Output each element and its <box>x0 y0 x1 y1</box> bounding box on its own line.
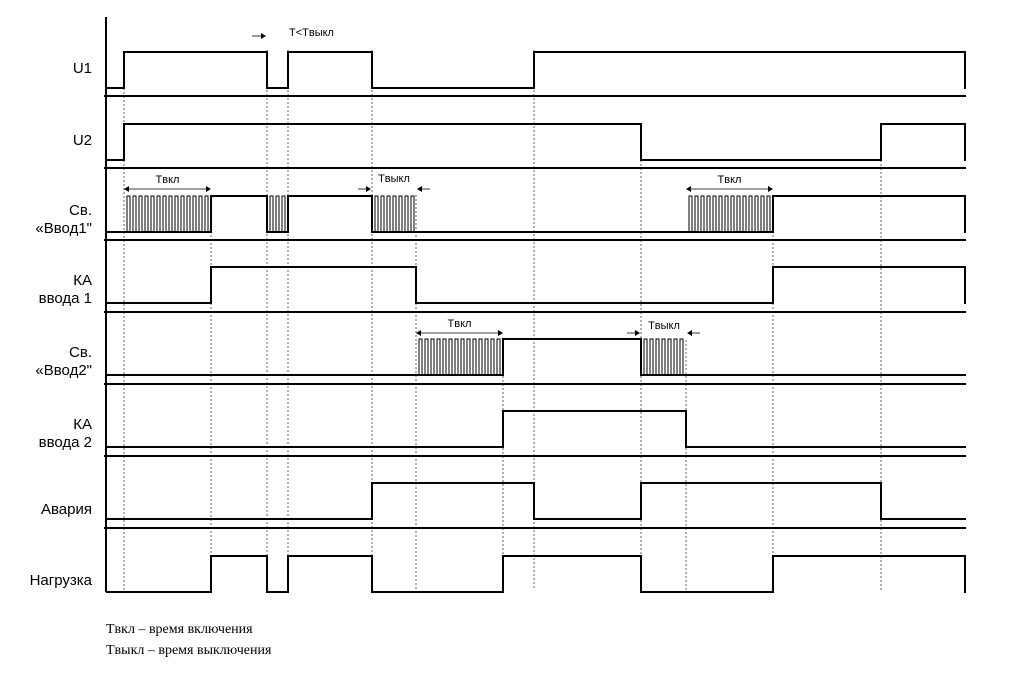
blink-pulse <box>144 195 149 232</box>
blink-pulse <box>655 338 660 375</box>
blink-pulse <box>436 338 441 375</box>
blink-pulse <box>132 195 137 232</box>
arrow-left-icon <box>687 330 692 336</box>
waveform-load <box>106 555 966 593</box>
blink-pulse <box>138 195 143 232</box>
arrow-right-icon <box>635 330 640 336</box>
blink-pulse <box>679 338 684 375</box>
blink-pulse <box>168 195 173 232</box>
blink-pulse <box>150 195 155 232</box>
blink-pulse <box>667 338 672 375</box>
blink-pulse <box>275 195 280 232</box>
row-label-alarm: Авария <box>41 501 92 518</box>
blink-pulse <box>281 195 286 232</box>
blink-pulse <box>392 195 397 232</box>
blink-pulse <box>742 195 747 232</box>
blink-pulse <box>661 338 666 375</box>
annotation-t-off-2-label: Tвыкл <box>648 320 680 332</box>
legend-t-on: Tвкл – время включения <box>106 622 253 637</box>
row-label-ka2: КА <box>73 416 92 433</box>
blink-pulse <box>180 195 185 232</box>
row-label-ka2: ввода 2 <box>39 434 92 451</box>
blink-pulse <box>694 195 699 232</box>
arrow-left-icon <box>417 186 422 192</box>
blink-pulse <box>430 338 435 375</box>
arrow-right-icon <box>768 186 773 192</box>
blink-pulse <box>442 338 447 375</box>
annotation-t-on-2-label: Tвкл <box>718 174 742 186</box>
blink-pulse <box>766 195 771 232</box>
blink-pulse <box>700 195 705 232</box>
arrow-right-icon <box>498 330 503 336</box>
waveform-u1 <box>106 51 966 89</box>
blink-pulse <box>649 338 654 375</box>
row-label-ka1: КА <box>73 272 92 289</box>
blink-pulse <box>688 195 693 232</box>
row-label-ka1: ввода 1 <box>39 290 92 307</box>
blink-pulse <box>490 338 495 375</box>
blink-pulse <box>643 338 648 375</box>
blink-pulse <box>386 195 391 232</box>
blink-pulse <box>198 195 203 232</box>
blink-pulse <box>736 195 741 232</box>
blink-pulse <box>186 195 191 232</box>
t-less-toff-label: T<Tвыкл <box>289 27 334 39</box>
arrow-left-icon <box>686 186 691 192</box>
blink-pulse <box>380 195 385 232</box>
blink-pulse <box>484 338 489 375</box>
blink-pulse <box>478 338 483 375</box>
blink-pulse <box>398 195 403 232</box>
blink-pulse <box>466 338 471 375</box>
waveform-ka1 <box>106 266 966 304</box>
blink-pulse <box>192 195 197 232</box>
arrow-right-icon <box>366 186 371 192</box>
waveform-vvod1 <box>106 195 966 233</box>
blink-pulse <box>174 195 179 232</box>
blink-pulse <box>374 195 379 232</box>
arrow-left-icon <box>416 330 421 336</box>
annotation-t-on-1-label: Tвкл <box>156 174 180 186</box>
waveform-alarm <box>106 482 966 520</box>
blink-pulse <box>418 338 423 375</box>
blink-pulse <box>760 195 765 232</box>
blink-pulse <box>448 338 453 375</box>
arrow-right-icon <box>206 186 211 192</box>
waveform-vvod2 <box>106 338 966 376</box>
blink-pulse <box>673 338 678 375</box>
arrow-left-icon <box>124 186 129 192</box>
annotation-t-on-3-label: Tвкл <box>448 318 472 330</box>
waveform-ka2 <box>106 410 966 448</box>
blink-pulse <box>156 195 161 232</box>
blink-pulse <box>460 338 465 375</box>
blink-pulse <box>162 195 167 232</box>
blink-pulse <box>404 195 409 232</box>
arrow-right-icon <box>261 33 266 39</box>
blink-pulse <box>269 195 274 232</box>
blink-pulse <box>126 195 131 232</box>
row-label-vvod2: «Ввод2" <box>35 362 92 379</box>
blink-pulse <box>424 338 429 375</box>
blink-pulse <box>754 195 759 232</box>
row-label-load: Нагрузка <box>30 572 93 589</box>
blink-pulse <box>204 195 209 232</box>
row-label-vvod1: Св. <box>69 202 92 219</box>
blink-pulse <box>496 338 501 375</box>
blink-pulse <box>454 338 459 375</box>
annotation-t-off-1-label: Tвыкл <box>378 173 410 185</box>
blink-pulse <box>472 338 477 375</box>
blink-pulse <box>748 195 753 232</box>
row-label-u2: U2 <box>73 132 92 149</box>
blink-pulse <box>706 195 711 232</box>
legend-t-off: Tвыкл – время выключения <box>106 643 272 658</box>
blink-pulse <box>410 195 415 232</box>
waveform-u2 <box>106 123 966 161</box>
blink-pulse <box>718 195 723 232</box>
blink-pulse <box>724 195 729 232</box>
blink-pulse <box>712 195 717 232</box>
row-label-vvod1: «Ввод1" <box>35 220 92 237</box>
row-label-u1: U1 <box>73 60 92 77</box>
blink-pulse <box>730 195 735 232</box>
row-label-vvod2: Св. <box>69 344 92 361</box>
